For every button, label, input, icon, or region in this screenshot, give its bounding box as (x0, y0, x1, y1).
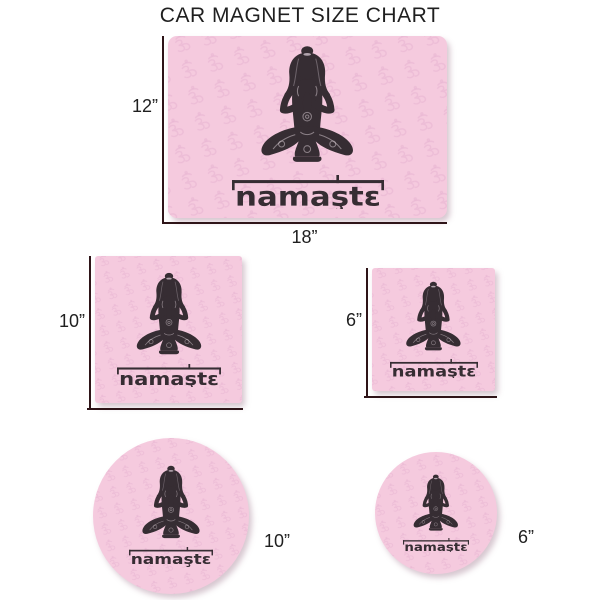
circle10-size-label: 10” (264, 531, 291, 551)
rect-height-label: 12” (131, 96, 158, 116)
circle6-size-label: 6” (518, 527, 535, 547)
dimension-line-square10-height (89, 256, 91, 410)
dimension-line-square6-height (366, 268, 368, 398)
dimension-line-square10-width (87, 408, 243, 410)
rect-width-label: 18” (291, 227, 318, 247)
magnet-circle-6: namaştɛ (375, 452, 497, 574)
magnet-square-6: namaştɛ (372, 268, 495, 391)
yoga-figure-icon (403, 281, 464, 357)
namaste-text: namaştɛ (119, 369, 219, 388)
namaste-wordmark: namaştɛ (389, 358, 478, 378)
namaste-text: namaştɛ (404, 540, 467, 553)
page-title: CAR MAGNET SIZE CHART (159, 4, 441, 27)
namaste-wordmark: namaştɛ (116, 363, 221, 388)
magnet-artwork: namaştɛ (375, 452, 497, 574)
square6-size-label: 6” (345, 310, 362, 330)
magnet-artwork: namaştɛ (372, 268, 495, 391)
namaste-wordmark: namaştɛ (129, 547, 213, 567)
yoga-figure-icon (256, 45, 358, 173)
dimension-line-square6-width (364, 396, 497, 398)
magnet-rectangle-18x12: namaştɛ (168, 36, 447, 218)
namaste-text: namaştɛ (391, 362, 475, 378)
yoga-figure-icon (133, 272, 205, 362)
magnet-circle-10: namaştɛ (93, 438, 249, 594)
dimension-line-rect-height (162, 36, 164, 224)
namaste-text: namaştɛ (235, 182, 381, 209)
magnet-artwork: namaştɛ (95, 256, 242, 403)
magnet-artwork: namaştɛ (93, 438, 249, 594)
dimension-line-rect-width (162, 222, 447, 224)
yoga-figure-icon (139, 465, 203, 545)
namaste-text: namaştɛ (131, 551, 212, 566)
square10-size-label: 10” (58, 311, 85, 331)
namaste-wordmark: namaştɛ (403, 537, 469, 553)
namaste-wordmark: namaştɛ (231, 174, 384, 209)
magnet-artwork: namaştɛ (168, 36, 447, 218)
magnet-square-10: namaştɛ (95, 256, 242, 403)
yoga-figure-icon (411, 474, 461, 536)
